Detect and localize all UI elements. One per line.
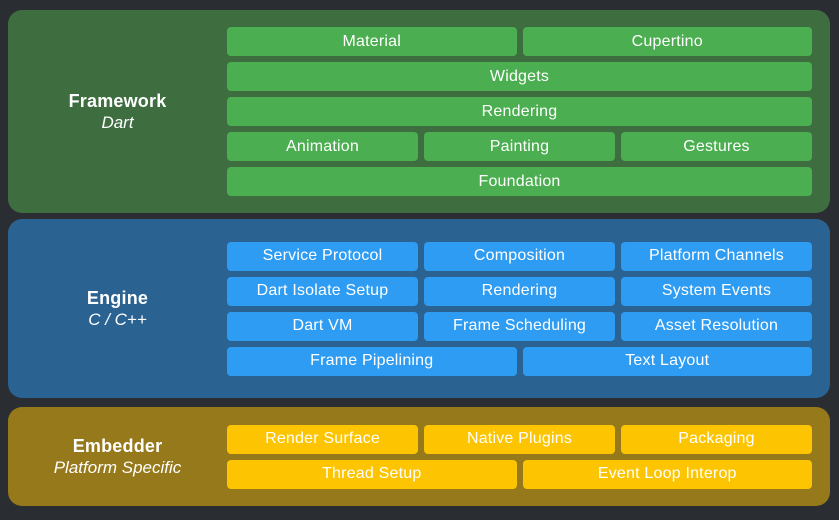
layer-subtitle: Platform Specific [53, 457, 182, 477]
layer-subtitle: C / C++ [88, 309, 147, 329]
block-thread-setup: Thread Setup [227, 459, 517, 489]
block-event-loop-interop: Event Loop Interop [522, 459, 812, 489]
layer-label: Framework Dart [8, 10, 227, 213]
layer-label: Engine C / C++ [8, 219, 227, 398]
block-system-events: System Events [621, 276, 812, 306]
block-dart-isolate-setup: Dart Isolate Setup [227, 276, 418, 306]
layer-subtitle: Dart [101, 112, 134, 132]
block-widgets: Widgets [227, 62, 812, 91]
block-gestures: Gestures [621, 132, 812, 161]
block-render-surface: Render Surface [227, 424, 418, 454]
layer-label: Embedder Platform Specific [8, 407, 227, 506]
block-foundation: Foundation [227, 167, 812, 196]
block-text-layout: Text Layout [522, 346, 812, 376]
block-row: Foundation [227, 167, 812, 196]
block-frame-scheduling: Frame Scheduling [424, 311, 615, 341]
block-rendering: Rendering [424, 276, 615, 306]
block-native-plugins: Native Plugins [424, 424, 615, 454]
block-material: Material [227, 27, 517, 56]
block-service-protocol: Service Protocol [227, 241, 418, 271]
block-composition: Composition [424, 241, 615, 271]
block-rendering: Rendering [227, 97, 812, 126]
layer-title: Framework [68, 90, 167, 111]
block-painting: Painting [424, 132, 615, 161]
block-packaging: Packaging [621, 424, 812, 454]
layer-title: Embedder [72, 435, 163, 456]
block-row: Widgets [227, 62, 812, 91]
block-platform-channels: Platform Channels [621, 241, 812, 271]
block-dart-vm: Dart VM [227, 311, 418, 341]
block-animation: Animation [227, 132, 418, 161]
block-asset-resolution: Asset Resolution [621, 311, 812, 341]
layer-title: Engine [86, 287, 149, 308]
block-cupertino: Cupertino [522, 27, 812, 56]
block-frame-pipelining: Frame Pipelining [227, 346, 517, 376]
block-row: Rendering [227, 97, 812, 126]
layer-embedder: Embedder Platform Specific Render Surfac… [8, 407, 830, 506]
